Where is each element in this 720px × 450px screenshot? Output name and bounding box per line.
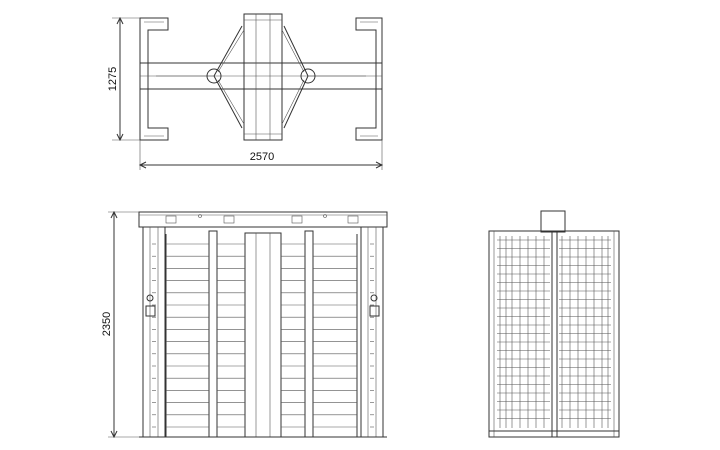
side-view-grid (497, 236, 611, 428)
front-view-bars (152, 243, 374, 428)
top-view: 1275 2570 (107, 13, 384, 170)
dimension-label-top-depth: 1275 (107, 67, 119, 91)
dimension-label-front-height: 2350 (101, 312, 113, 336)
side-view (488, 210, 620, 438)
front-view: 2350 (101, 210, 388, 439)
dimension-label-top-width: 2570 (250, 151, 274, 163)
